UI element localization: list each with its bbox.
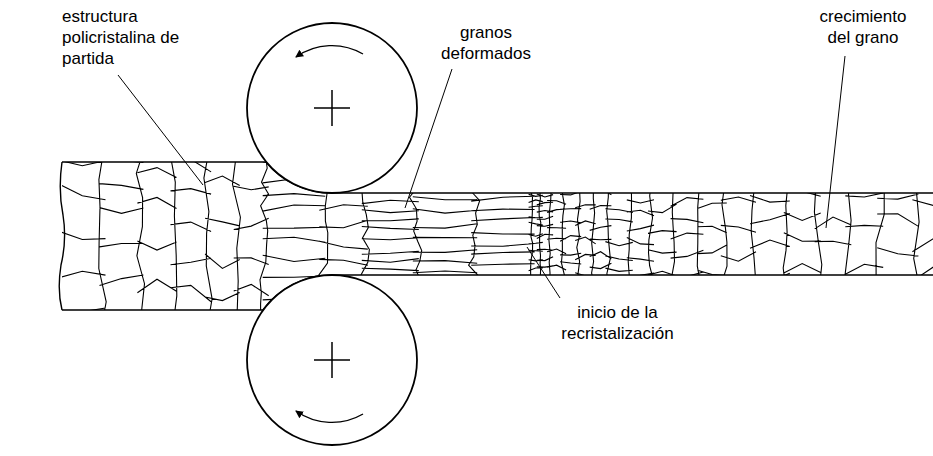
leader-line xyxy=(405,69,452,208)
roller-axis-cross xyxy=(314,90,350,126)
lower-roller xyxy=(247,275,417,445)
grain-boundary-network xyxy=(59,148,933,326)
part-label: estructura policristalina de partida xyxy=(62,6,187,69)
leader-line xyxy=(826,56,845,228)
leader-line xyxy=(527,247,560,298)
rotation-arrow xyxy=(296,411,363,422)
part-label: inicio de la recristalización xyxy=(545,302,690,344)
part-label: crecimiento del grano xyxy=(808,6,918,48)
grain-boundaries xyxy=(59,148,933,326)
strip-outline xyxy=(62,162,933,310)
strip-break-edge xyxy=(59,162,64,310)
rotation-arrow xyxy=(296,46,363,57)
part-label: granos deformados xyxy=(430,22,542,64)
upper-roller xyxy=(247,23,417,193)
leader-line xyxy=(118,75,203,185)
roller-axis-cross xyxy=(314,342,350,378)
